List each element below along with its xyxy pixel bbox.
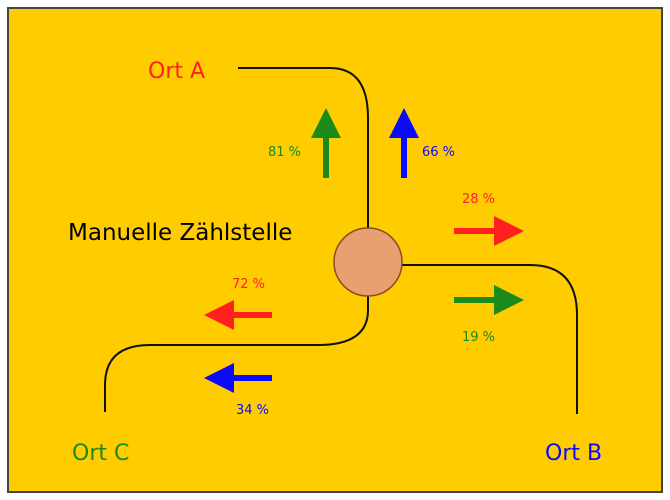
place-label-a: Ort A (148, 59, 205, 84)
label-green-up: 81 % (268, 145, 301, 160)
background-panel (8, 8, 662, 492)
label-blue-up: 66 % (422, 145, 455, 160)
panel-border (7, 7, 663, 493)
road-a-to-c (104, 67, 369, 412)
road-to-b (398, 264, 578, 414)
label-red-right: 28 % (462, 192, 495, 207)
label-green-right: 19 % (462, 330, 495, 345)
place-label-b: Ort B (545, 441, 602, 466)
place-label-c: Ort C (72, 441, 129, 466)
label-red-left: 72 % (232, 277, 265, 292)
counting-station-circle (334, 228, 402, 296)
counting-station-outline (333, 227, 403, 297)
station-title: Manuelle Zählstelle (68, 220, 292, 246)
label-blue-left: 34 % (236, 403, 269, 418)
